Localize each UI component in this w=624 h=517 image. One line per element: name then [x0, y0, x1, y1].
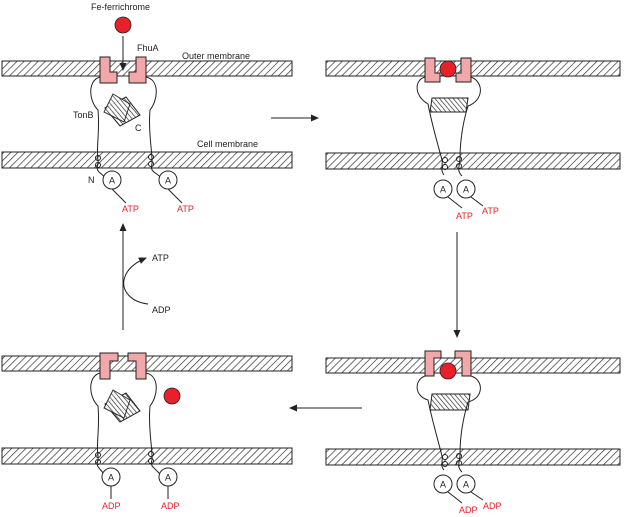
protein-a-label: A [108, 473, 114, 483]
panel-top-left: A A ATP ATP Fe-ferrichrome FhuA Outer me… [1, 2, 293, 214]
panel-bottom-left: A A ADP ADP [1, 352, 293, 511]
protein-a-label: A [463, 185, 469, 195]
fhua-label: FhuA [137, 43, 159, 53]
protein-a-right [456, 179, 476, 199]
nucleotide-label: ATP [177, 204, 194, 214]
protein-a-label: A [440, 480, 446, 490]
atp-adp-exchange-arrow [123, 257, 149, 305]
outer-membrane [325, 60, 621, 77]
cell-membrane [1, 447, 293, 465]
cell-membrane-label: Cell membrane [197, 139, 258, 149]
tonb-chain-right [458, 375, 481, 473]
protein-a-label: A [463, 480, 469, 490]
fe-ferrichrome-label: Fe-ferrichrome [91, 2, 150, 12]
protein-a-left [433, 474, 453, 494]
protein-a-label: A [109, 176, 115, 186]
nucleotide-label: ADP [102, 501, 121, 511]
cell-membrane [325, 152, 621, 170]
tonb-label: TonB [73, 110, 94, 120]
nucleotide-label: ADP [483, 501, 502, 511]
nucleotide-label: ATP [456, 211, 473, 221]
protein-a-label: A [165, 176, 171, 186]
outer-membrane [1, 60, 293, 77]
tonb-chain-right [458, 76, 481, 177]
c-terminus-label: C [135, 123, 142, 133]
tonb-chain-left [416, 76, 445, 176]
fhua-left-half [424, 57, 441, 83]
outer-membrane [325, 357, 621, 374]
cork-domain [429, 97, 469, 113]
nucleotide-label: ADP [161, 501, 180, 511]
nucleotide-label: ADP [459, 505, 478, 515]
nucleotide-label: ATP [482, 206, 499, 216]
cell-membrane [1, 151, 293, 169]
outer-membrane-label: Outer membrane [182, 51, 250, 61]
fhua-left-half [99, 352, 119, 380]
panel-bottom-right: A A ADP ADP [325, 350, 621, 515]
atp-label: ATP [152, 253, 169, 263]
outer-membrane [1, 355, 293, 372]
protein-a-right [456, 474, 476, 494]
tonb-chain-left [90, 372, 105, 475]
fhua-left-half [99, 56, 118, 84]
fhua-right-half [455, 57, 472, 83]
tonb-chain-right [145, 76, 163, 179]
nucleotide-label: ATP [122, 204, 139, 214]
fe-ferrichrome-ligand [114, 16, 132, 34]
fe-ferrichrome-ligand [439, 362, 457, 380]
fe-ferrichrome-ligand [439, 60, 457, 78]
protein-a-left [433, 179, 453, 199]
protein-a-label: A [440, 185, 446, 195]
cork-domain [429, 393, 471, 411]
cell-membrane [325, 448, 621, 466]
tonb-chain-left [416, 375, 445, 471]
adp-label: ADP [152, 305, 171, 315]
protein-a-label: A [165, 473, 171, 483]
fhua-right-half [127, 352, 147, 380]
fe-ferrichrome-ligand [163, 387, 181, 405]
n-terminus-label: N [88, 175, 95, 185]
fhua-right-half [128, 56, 147, 84]
panel-top-right: A A ATP ATP [325, 57, 621, 221]
